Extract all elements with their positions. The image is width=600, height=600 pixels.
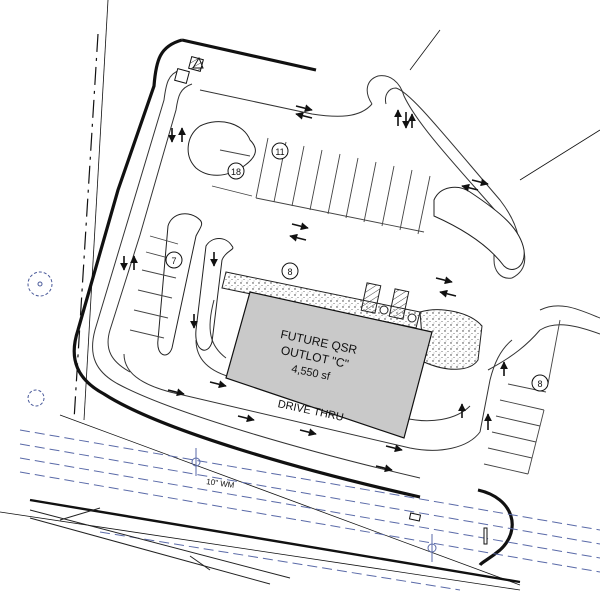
site-curb-heavy-south bbox=[477, 488, 514, 567]
building-footprint bbox=[225, 291, 433, 439]
svg-text:18: 18 bbox=[231, 167, 241, 177]
accessible-stalls bbox=[360, 282, 417, 323]
stall-count-7: 7 bbox=[165, 251, 183, 269]
stall-count-8-north: 8 bbox=[281, 262, 299, 280]
arrow-east bbox=[167, 388, 185, 397]
stall-count-11: 11 bbox=[271, 142, 289, 160]
arrow-west bbox=[439, 289, 457, 298]
water-main-label: 10" WM bbox=[206, 477, 235, 490]
parking-islands bbox=[157, 121, 525, 356]
stall-count-8-east: 8 bbox=[531, 374, 549, 392]
patio-concrete bbox=[419, 309, 483, 370]
traffic-arrows bbox=[120, 104, 508, 473]
street-curb bbox=[29, 498, 521, 584]
arrow-east bbox=[385, 444, 403, 453]
tree-symbols bbox=[27, 271, 53, 407]
storm-lines bbox=[29, 507, 291, 585]
svg-text:7: 7 bbox=[171, 256, 176, 266]
arrow-west bbox=[461, 183, 479, 192]
site-curb-heavy bbox=[72, 38, 421, 499]
svg-text:8: 8 bbox=[287, 267, 292, 277]
svg-text:8: 8 bbox=[537, 379, 542, 389]
parking-stalls-east bbox=[483, 319, 561, 475]
parking-stalls-north bbox=[211, 137, 431, 235]
arrow-east bbox=[299, 428, 317, 437]
dumpster-enclosure bbox=[174, 56, 204, 84]
arrow-east bbox=[209, 380, 227, 389]
svg-text:11: 11 bbox=[275, 147, 284, 157]
arrow-east bbox=[291, 222, 309, 231]
stall-count-18: 18 bbox=[227, 162, 245, 180]
utility-lines bbox=[19, 429, 600, 591]
arrow-east bbox=[237, 414, 255, 423]
arrow-east bbox=[375, 464, 393, 473]
arrow-east bbox=[471, 178, 489, 187]
utility-structures bbox=[191, 448, 437, 562]
arrow-east bbox=[295, 104, 313, 113]
parking-stalls-west bbox=[129, 235, 179, 339]
arrow-east bbox=[435, 276, 453, 285]
arrow-west bbox=[295, 111, 313, 120]
site-furnishings bbox=[408, 512, 488, 545]
arrow-west bbox=[289, 233, 307, 242]
